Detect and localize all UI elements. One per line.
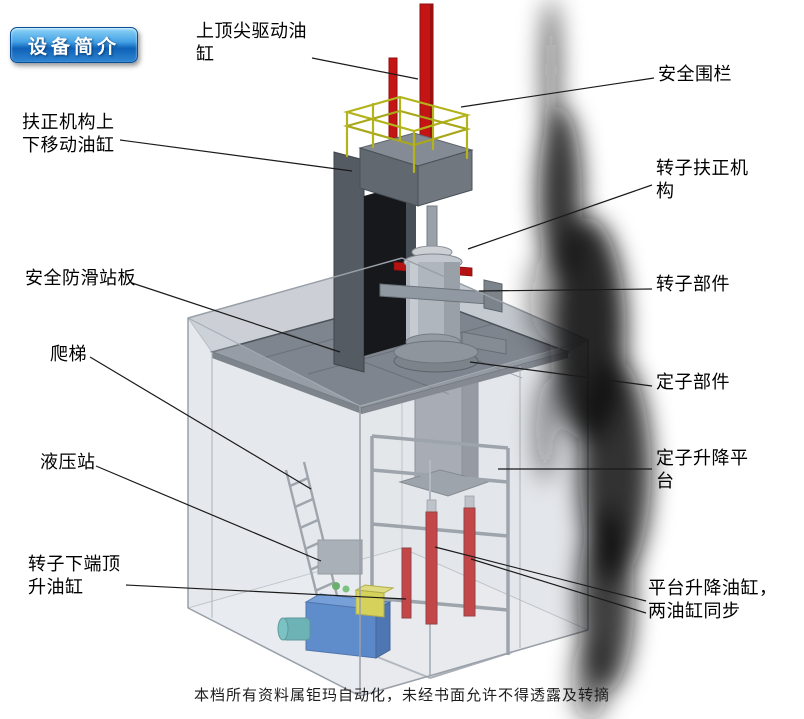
leader-ladder <box>89 356 312 490</box>
label-stator-part: 定子部件 <box>656 372 730 392</box>
safety-fence <box>342 95 472 174</box>
label-ladder: 爬梯 <box>50 344 87 364</box>
platform-lift-cylinders <box>425 495 476 625</box>
rotor-assembly <box>379 205 507 373</box>
label-hydraulic-station: 液压站 <box>40 452 96 472</box>
head-box <box>358 132 474 207</box>
leader-platform-cyl-b <box>470 558 647 614</box>
leader-rotor-centering <box>467 184 653 250</box>
ink-smudge <box>528 0 651 719</box>
label-rotor-bottom-jack: 转子下端顶升油缸 <box>28 554 121 598</box>
label-rotor-centering-mech: 转子扶正机构 <box>656 158 749 202</box>
enclosure-front <box>187 257 589 697</box>
label-stator-lift-platform: 定子升降平台 <box>656 448 749 492</box>
leader-rotor-bottom-jack <box>125 584 407 600</box>
label-anti-slip-platform: 安全防滑站板 <box>25 268 136 288</box>
leader-top-spindle-cylinder <box>311 57 419 80</box>
label-centering-lift-cylinder: 扶正机构上下移动油缸 <box>22 112 115 156</box>
title-badge: 设备简介 <box>10 27 138 63</box>
rotor-bottom-jack-cylinder <box>401 547 412 619</box>
leader-anti-slip-platform <box>131 282 341 353</box>
hydraulic-pump <box>277 539 395 659</box>
label-top-spindle-cylinder: 上顶尖驱动油缸 <box>196 21 307 65</box>
leader-centering-cylinder <box>119 139 353 172</box>
leader-safety-fence <box>460 77 655 108</box>
label-safety-fence: 安全围栏 <box>658 64 732 84</box>
label-platform-lift-cylinders: 平台升降油缸，两油缸同步 <box>648 578 778 622</box>
leader-stator-part <box>469 361 653 387</box>
leader-rotor-part <box>478 288 653 292</box>
leader-lines <box>89 57 655 614</box>
label-rotor-part: 转子部件 <box>656 274 730 294</box>
main-column <box>333 151 416 373</box>
watermark-text: 本档所有资料属钜玛自动化，未经书面允许不得透露及转摘 <box>193 688 610 704</box>
leader-hydraulic-station <box>95 465 322 562</box>
leader-platform-cyl-a <box>434 546 647 602</box>
